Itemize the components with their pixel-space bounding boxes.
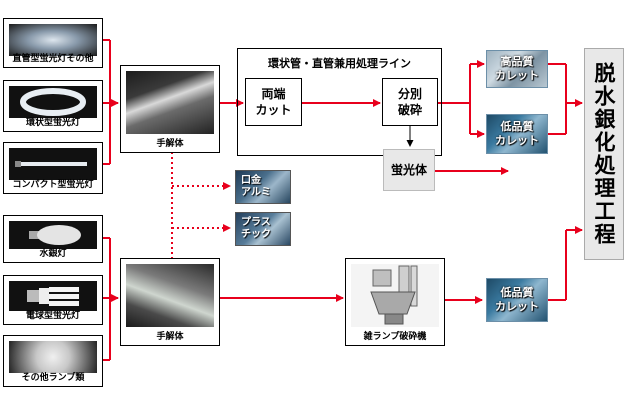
bulb-lamp-icon [9,281,97,311]
straight-tube-lamp-icon [9,24,97,56]
arrow-crush-to-cullet [438,60,485,138]
cullet-line1: 低品質 [500,286,534,299]
lamp-reflector: その他ランプ類 [3,335,103,387]
lamp-compact: コンパクト型蛍光灯 [3,142,103,194]
lamp-crusher: 雑ランプ破砕機 [345,258,445,346]
material-line2: チック [241,229,271,240]
dismantle-photo [126,264,214,327]
lamp-label: 直管型蛍光灯その他 [12,54,94,64]
lamp-circular: 環状型蛍光灯 [3,80,103,132]
mercury-removal-label: 脱水銀化処理工程 [592,62,616,246]
cullet-line2: カレット [495,134,539,147]
cullet-line2: カレット [495,69,539,82]
material-line1: プラス [241,217,271,228]
phosphor-box: 蛍光体 [383,149,435,191]
reflector-lamp-icon [9,341,97,373]
hand-dismantle-bottom: 手解体 [120,258,220,346]
cullet-low-quality-top: 低品質 カレット [486,114,548,154]
lamp-bulb: 電球型蛍光灯 [3,275,103,325]
mercury-lamp-icon [9,221,97,249]
material-plastic: プラス チック [235,212,291,246]
dismantle-photo [126,71,214,134]
circular-lamp-icon [9,86,97,118]
cut-step-line2: カット [255,103,292,117]
cut-step: 両端 カット [245,78,302,126]
dismantle-label: 手解体 [156,139,184,149]
phosphor-label: 蛍光体 [390,163,427,177]
lamp-label: コンパクト型蛍光灯 [12,180,94,190]
cullet-line1: 高品質 [500,55,534,68]
crusher-machine-icon [351,264,439,327]
top-lamp-bracket [103,39,119,165]
mercury-removal-process: 脱水銀化処理工程 [584,48,624,260]
hand-dismantle-top: 手解体 [120,65,220,153]
cut-step-line1: 両端 [261,87,286,101]
lamp-straight-tube: 直管型蛍光灯その他 [3,18,103,68]
dotted-to-materials [171,152,231,260]
arrow-to-mercury-removal [548,63,583,301]
crusher-label: 雑ランプ破砕機 [363,332,427,342]
material-cap-aluminum: 口金 アルミ [235,170,291,204]
lamp-label: 水銀灯 [39,249,67,259]
material-line1: 口金 [241,175,261,186]
compact-lamp-icon [9,148,97,180]
lamp-mercury: 水銀灯 [3,215,103,263]
dismantle-label: 手解体 [156,332,184,342]
crush-step-line1: 分別 [397,87,422,101]
crush-step: 分別 破砕 [382,78,438,126]
lamp-label: 電球型蛍光灯 [25,311,80,321]
cullet-line1: 低品質 [500,120,534,133]
cullet-low-quality-bottom: 低品質 カレット [486,278,548,322]
lamp-label: 環状型蛍光灯 [25,118,80,128]
bottom-lamp-bracket [103,237,119,361]
cullet-line2: カレット [495,300,539,313]
material-line2: アルミ [241,187,271,198]
lamp-label: その他ランプ類 [21,373,85,383]
processing-line-box: 環状管・直管兼用処理ライン [237,48,442,156]
processing-line-title: 環状管・直管兼用処理ライン [268,57,411,70]
crush-step-line2: 破砕 [397,103,422,117]
cullet-high-quality: 高品質 カレット [486,50,548,88]
